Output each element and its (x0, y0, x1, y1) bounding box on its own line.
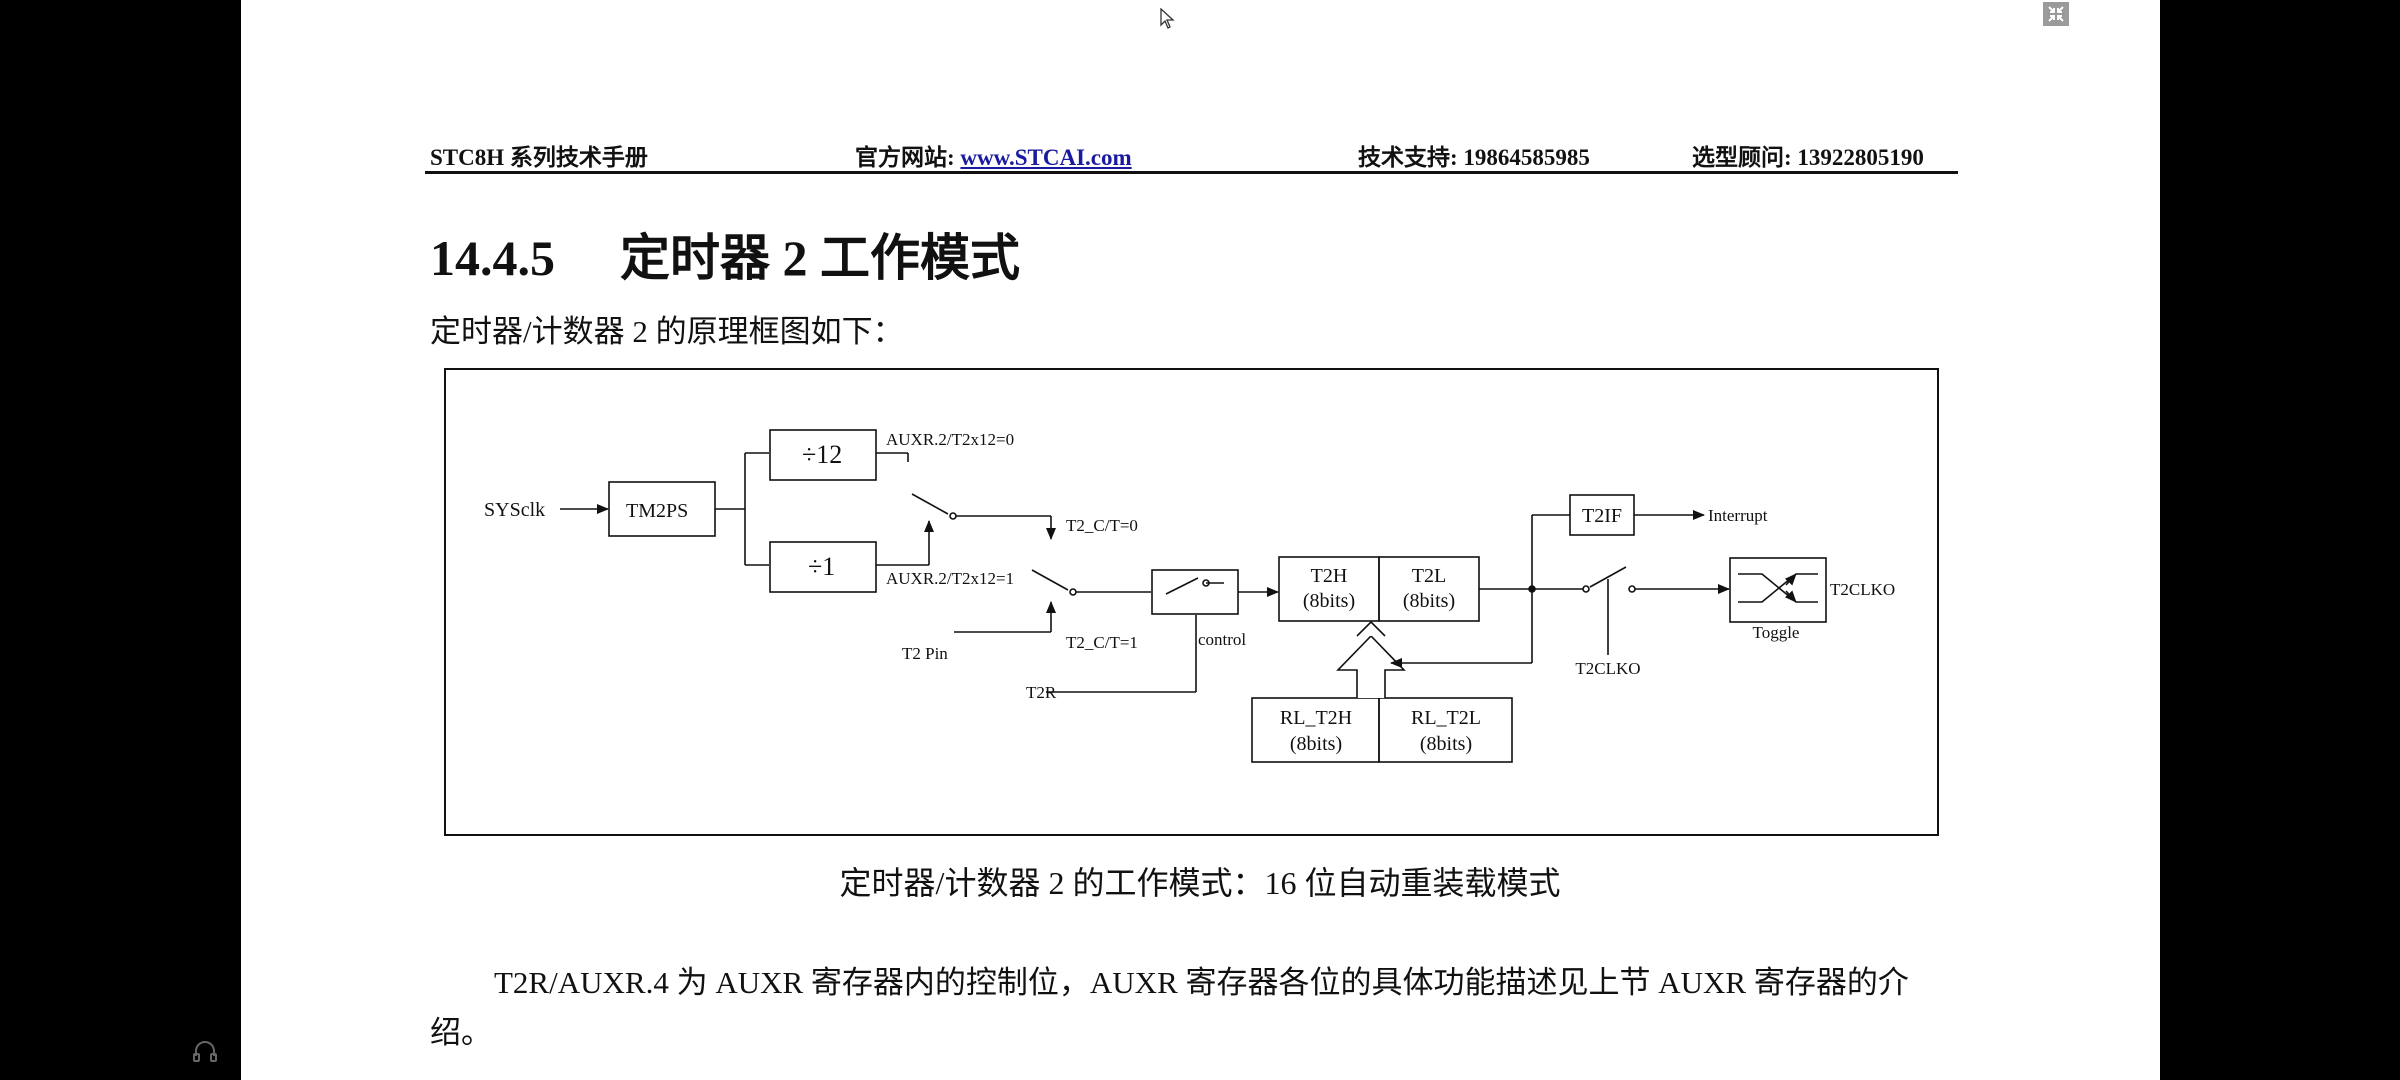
label-t2h-bits: (8bits) (1303, 590, 1355, 612)
ct-switch (1031, 569, 1069, 591)
prescaler-switch (911, 493, 949, 515)
figure-caption: 定时器/计数器 2 的工作模式：16 位自动重装载模式 (839, 865, 1561, 901)
div12-box (769, 429, 877, 481)
headphone-icon[interactable] (192, 1040, 218, 1069)
label-control: control (1198, 630, 1246, 649)
label-t2h: T2H (1311, 565, 1348, 587)
support-phone: 技术支持: 19864585985 (1358, 145, 1590, 170)
label-rl-t2l-bits: (8bits) (1420, 733, 1472, 755)
toggle-box (1729, 557, 1827, 623)
label-t2if: T2IF (1582, 505, 1622, 527)
rl-t2l-register (1378, 697, 1513, 763)
website-label: 官方网站: (855, 145, 955, 170)
label-interrupt: Interrupt (1708, 506, 1768, 525)
label-t2r: T2R (1026, 683, 1057, 702)
label-auxr-x12-0: AUXR.2/T2x12=0 (886, 430, 1014, 449)
label-div1: ÷1 (808, 552, 835, 581)
timer2-block-diagram: SYSclk TM2PS ÷12 ÷1 AUXR.2/T2x12=0 AUXR.… (444, 368, 1939, 836)
label-t2clko-switch: T2CLKO (1575, 659, 1640, 678)
label-div12: ÷12 (802, 440, 842, 469)
label-rl-t2h: RL_T2H (1280, 707, 1352, 729)
website-link[interactable]: www.STCAI.com (960, 145, 1132, 170)
advisor-phone: 选型顾问: 13922805190 (1692, 145, 1924, 170)
label-t2ct0: T2_C/T=0 (1066, 516, 1138, 535)
document-page (241, 0, 2160, 1080)
label-rl-t2l: RL_T2L (1411, 707, 1481, 729)
intro-text: 定时器/计数器 2 的原理框图如下： (430, 314, 904, 349)
section-heading: 14.4.5 定时器 2 工作模式 (430, 218, 1020, 290)
section-number: 14.4.5 (430, 230, 555, 286)
label-auxr-x12-1: AUXR.2/T2x12=1 (886, 569, 1014, 588)
div1-box (769, 541, 877, 593)
label-t2clko-out: T2CLKO (1830, 580, 1895, 599)
manual-title: STC8H 系列技术手册 (430, 145, 648, 170)
mouse-cursor-icon (1160, 7, 1176, 35)
section-title-text: 定时器 2 工作模式 (620, 230, 1020, 286)
reload-arrow (1336, 634, 1406, 698)
label-t2pin: T2 Pin (902, 644, 948, 663)
label-tm2ps: TM2PS (626, 500, 688, 522)
label-t2l: T2L (1412, 565, 1446, 587)
website-info: 官方网站: www.STCAI.com (855, 138, 1132, 172)
label-rl-t2h-bits: (8bits) (1290, 733, 1342, 755)
exit-fullscreen-icon[interactable] (2043, 2, 2069, 26)
label-t2l-bits: (8bits) (1403, 590, 1455, 612)
label-t2ct1: T2_C/T=1 (1066, 633, 1138, 652)
label-toggle: Toggle (1753, 623, 1800, 642)
body-paragraph: T2R/AUXR.4 为 AUXR 寄存器内的控制位，AUXR 寄存器各位的具体… (430, 965, 1909, 1050)
label-sysclk: SYSclk (484, 499, 545, 521)
header-divider (425, 171, 1958, 174)
run-control-box (1151, 569, 1239, 615)
